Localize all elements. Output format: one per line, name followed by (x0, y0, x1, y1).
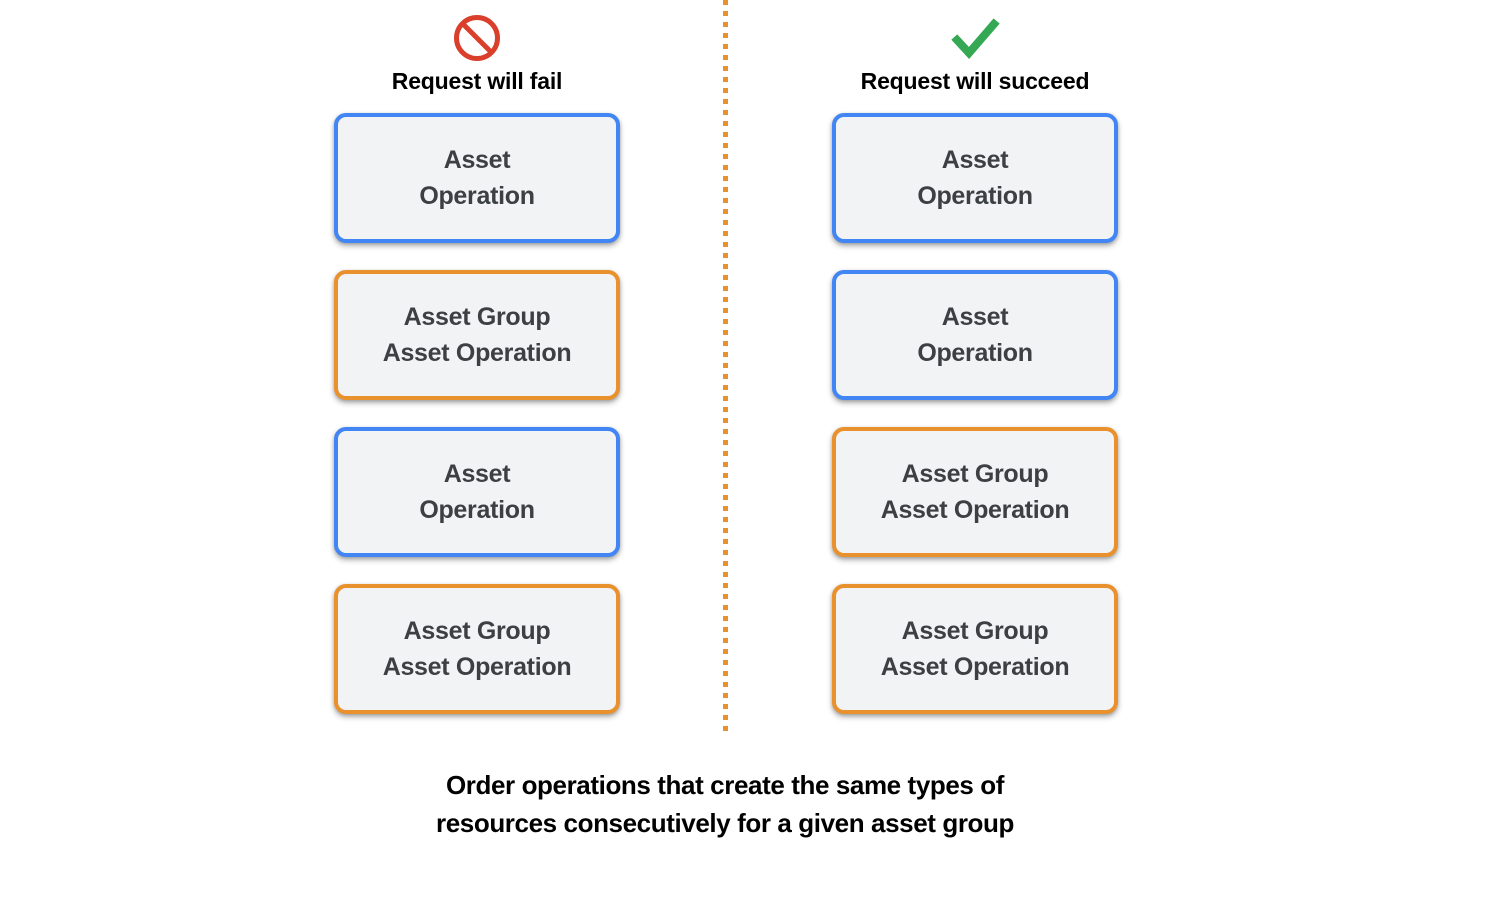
card-stack-succeed: Asset Operation Asset Operation Asset Gr… (832, 113, 1118, 741)
column-header-succeed: Request will succeed (775, 12, 1175, 94)
card-label: Asset Operation (917, 146, 1033, 210)
card-label: Asset Group Asset Operation (880, 460, 1070, 524)
column-title-succeed: Request will succeed (860, 68, 1090, 94)
card-label: Asset Group Asset Operation (382, 617, 572, 681)
column-divider (723, 0, 728, 737)
card-label: Asset Group Asset Operation (880, 617, 1070, 681)
check-icon (951, 18, 1000, 60)
card-label: Asset Operation (917, 303, 1033, 367)
card-asset-operation[interactable]: Asset Operation (334, 427, 620, 557)
card-asset-group-asset-operation[interactable]: Asset Group Asset Operation (334, 584, 620, 714)
card-asset-operation[interactable]: Asset Operation (832, 113, 1118, 243)
card-asset-operation[interactable]: Asset Operation (832, 270, 1118, 400)
column-header-fail: Request will fail (277, 12, 677, 94)
card-asset-group-asset-operation[interactable]: Asset Group Asset Operation (334, 270, 620, 400)
no-entry-icon (454, 15, 500, 61)
card-label: Asset Operation (419, 460, 535, 524)
card-stack-fail: Asset Operation Asset Group Asset Operat… (334, 113, 620, 741)
column-title-fail: Request will fail (391, 68, 563, 94)
card-asset-operation[interactable]: Asset Operation (334, 113, 620, 243)
card-asset-group-asset-operation[interactable]: Asset Group Asset Operation (832, 584, 1118, 714)
diagram-caption: Order operations that create the same ty… (436, 770, 1014, 838)
card-asset-group-asset-operation[interactable]: Asset Group Asset Operation (832, 427, 1118, 557)
card-label: Asset Group Asset Operation (382, 303, 572, 367)
card-label: Asset Operation (419, 146, 535, 210)
